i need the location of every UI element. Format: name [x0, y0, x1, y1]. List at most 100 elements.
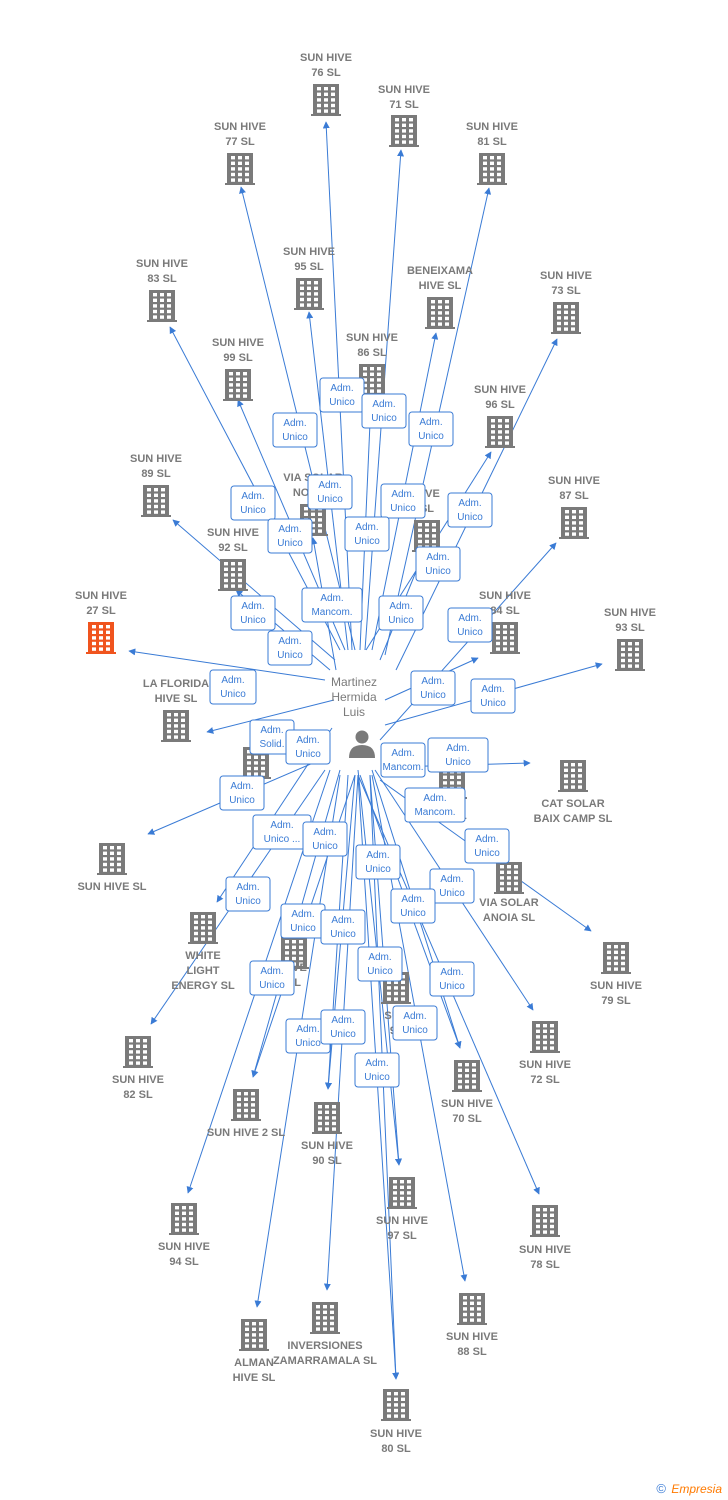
- company-node-c2[interactable]: SUN HIVE 2 SL: [207, 1089, 286, 1139]
- role-badge[interactable]: Adm.Unico: [427, 737, 489, 773]
- building-icon[interactable]: [231, 1089, 261, 1121]
- role-badge[interactable]: Adm.Unico: [408, 411, 454, 447]
- role-badge[interactable]: Adm.Unico: [355, 844, 401, 880]
- role-badge[interactable]: Adm.Unico: [392, 1005, 438, 1041]
- building-icon[interactable]: [218, 559, 248, 591]
- building-icon[interactable]: [551, 302, 581, 334]
- building-icon[interactable]: [161, 710, 191, 742]
- building-icon[interactable]: [141, 485, 171, 517]
- building-icon[interactable]: [389, 115, 419, 147]
- role-badge[interactable]: Adm.Mancom.: [301, 587, 363, 623]
- role-badge[interactable]: Adm.Unico: [320, 1009, 366, 1045]
- role-badge[interactable]: Adm.Solid.: [249, 719, 295, 755]
- building-icon[interactable]: [485, 416, 515, 448]
- role-badge[interactable]: Adm.Unico: [378, 595, 424, 631]
- building-icon[interactable]: [311, 84, 341, 116]
- role-badge[interactable]: Adm.Unico: [429, 868, 475, 904]
- building-icon[interactable]: [225, 153, 255, 185]
- role-badge[interactable]: Adm.Unico: [285, 729, 331, 765]
- role-badge[interactable]: Adm.Unico: [267, 518, 313, 554]
- building-icon[interactable]: [387, 1177, 417, 1209]
- role-badge[interactable]: Adm.Mancom.: [380, 742, 426, 778]
- building-icon[interactable]: [530, 1205, 560, 1237]
- building-icon[interactable]: [457, 1293, 487, 1325]
- role-badge[interactable]: Adm.Unico: [447, 607, 493, 643]
- building-icon[interactable]: [97, 843, 127, 875]
- role-badge[interactable]: Adm.Unico: [390, 888, 436, 924]
- building-icon[interactable]: [490, 622, 520, 654]
- company-node-csh[interactable]: SUN HIVE SL: [77, 843, 147, 893]
- building-icon[interactable]: [223, 369, 253, 401]
- building-icon[interactable]: [147, 290, 177, 322]
- building-icon[interactable]: [169, 1203, 199, 1235]
- role-badge[interactable]: Adm.Unico: [280, 903, 326, 939]
- role-badge[interactable]: Adm.Unico: [230, 595, 276, 631]
- building-icon[interactable]: [615, 639, 645, 671]
- building-icon[interactable]: [477, 153, 507, 185]
- role-badge[interactable]: Adm.Unico ...: [252, 814, 312, 850]
- role-badge[interactable]: Adm.Unico: [225, 876, 271, 912]
- building-icon[interactable]: [558, 760, 588, 792]
- role-badge[interactable]: Adm.Unico: [320, 909, 366, 945]
- building-icon[interactable]: [452, 1060, 482, 1092]
- role-badge[interactable]: Adm.Unico: [361, 393, 407, 429]
- role-badge[interactable]: Adm.Unico: [380, 483, 426, 519]
- role-badge[interactable]: Adm.Unico: [344, 516, 390, 552]
- role-badge[interactable]: Adm.Unico: [307, 474, 353, 510]
- role-badge[interactable]: Adm.Unico: [415, 546, 461, 582]
- role-badge[interactable]: Adm.Unico: [272, 412, 318, 448]
- role-badge[interactable]: Adm.Unico: [249, 960, 295, 996]
- building-icon[interactable]: [294, 278, 324, 310]
- building-icon[interactable]: [530, 1021, 560, 1053]
- building-icon[interactable]: [494, 862, 524, 894]
- role-badge[interactable]: Adm.Unico: [354, 1052, 400, 1088]
- building-icon[interactable]: [123, 1036, 153, 1068]
- role-badge[interactable]: Adm.Unico: [464, 828, 510, 864]
- building-icon[interactable]: [381, 1389, 411, 1421]
- role-badge[interactable]: Adm.Unico: [285, 1018, 331, 1054]
- role-badge[interactable]: Adm.Unico: [209, 669, 257, 705]
- building-icon[interactable]: [601, 942, 631, 974]
- building-icon[interactable]: [559, 507, 589, 539]
- role-badge[interactable]: Adm.Unico: [267, 630, 313, 666]
- role-badge[interactable]: Adm.Unico: [429, 961, 475, 997]
- role-badge[interactable]: Adm.Mancom.: [404, 787, 466, 823]
- role-badge[interactable]: Adm.Unico: [302, 821, 348, 857]
- role-badge[interactable]: Adm.Unico: [470, 678, 516, 714]
- role-badge[interactable]: Adm.Unico: [230, 485, 276, 521]
- role-badge[interactable]: Adm.Unico: [447, 492, 493, 528]
- role-badge[interactable]: Adm.Unico: [357, 946, 403, 982]
